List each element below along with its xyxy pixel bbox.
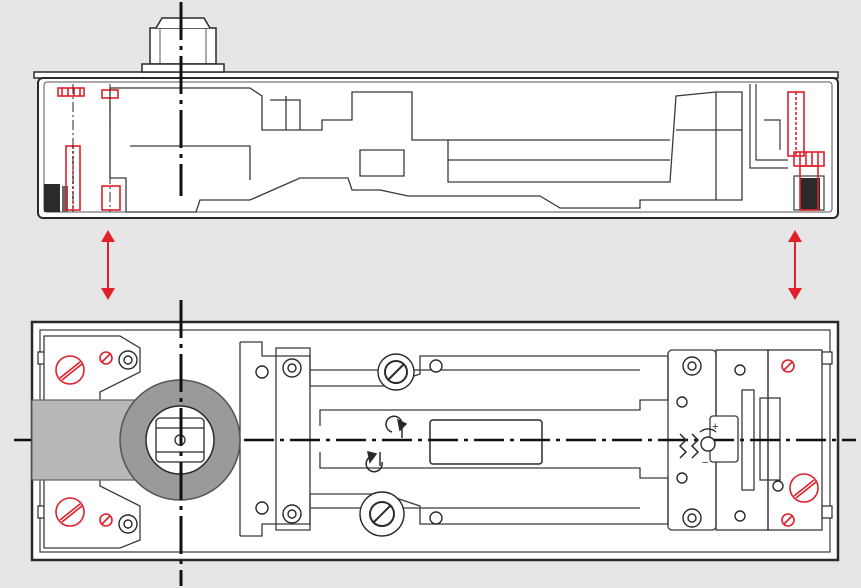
move-up-down-arrow-right xyxy=(788,230,802,300)
plus-sign: + xyxy=(712,421,718,433)
minus-sign: − xyxy=(702,457,708,469)
corner-tabs xyxy=(37,351,833,519)
side-internal-mechanism xyxy=(109,87,743,213)
adjustment-slot xyxy=(429,419,543,465)
housing-side xyxy=(37,77,839,219)
rotate-ccw-icon xyxy=(365,450,383,473)
plan-view: + − xyxy=(14,300,856,586)
plan-bolts xyxy=(118,350,784,534)
plan-red-screws xyxy=(55,351,819,527)
side-center-lines xyxy=(72,84,111,212)
side-left-feet xyxy=(44,184,68,212)
plan-mechanism xyxy=(239,341,669,537)
move-up-down-arrow-left xyxy=(101,230,115,300)
spring-adjust-icon: + − xyxy=(678,421,718,469)
rotate-cw-icon xyxy=(385,415,408,438)
side-right-foot xyxy=(800,178,820,210)
valve-screw-top xyxy=(377,353,415,391)
valve-screw-bottom xyxy=(359,491,405,537)
side-view xyxy=(33,2,839,219)
spindle-head xyxy=(141,17,225,73)
